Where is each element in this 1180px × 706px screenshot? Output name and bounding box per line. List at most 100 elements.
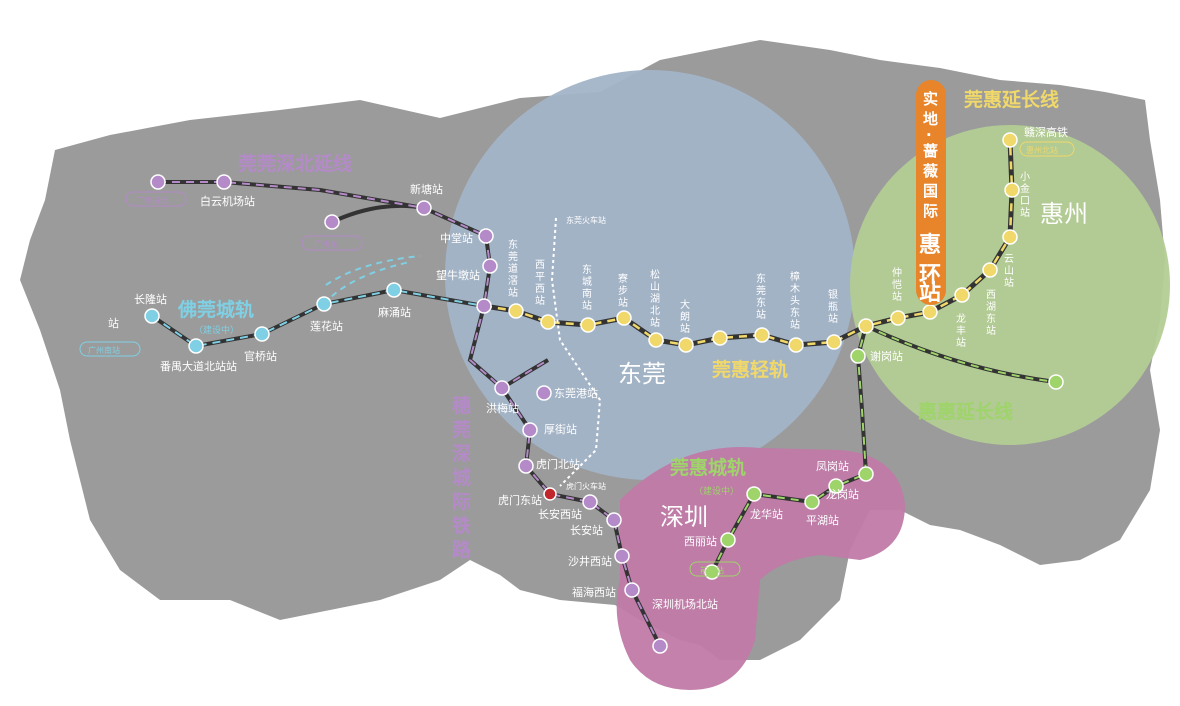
- svg-text:东: 东: [790, 306, 800, 319]
- region-dongguan: 东莞: [618, 360, 666, 388]
- station-marker[interactable]: [616, 310, 632, 326]
- station-marker[interactable]: [826, 334, 842, 350]
- dongguan-region: [445, 70, 855, 480]
- station-marker[interactable]: [518, 458, 534, 474]
- line-name-guanhui-city: 莞惠城轨: [670, 456, 746, 479]
- line-name-huihui-ext: 惠惠延长线: [918, 400, 1013, 423]
- station-marker[interactable]: [804, 494, 820, 510]
- svg-text:瓶: 瓶: [828, 300, 838, 313]
- svg-text:站: 站: [956, 336, 966, 349]
- station-marker[interactable]: [188, 338, 204, 354]
- region-huizhou: 惠州: [1040, 200, 1088, 228]
- station-marker[interactable]: [922, 304, 938, 320]
- station-marker[interactable]: [508, 303, 524, 319]
- station-marker[interactable]: [543, 487, 557, 501]
- station-marker[interactable]: [954, 287, 970, 303]
- station-marker[interactable]: [982, 262, 998, 278]
- station-label: 赣深高铁: [1024, 125, 1068, 139]
- station-label: 长隆站: [134, 292, 167, 306]
- svg-text:东: 东: [756, 272, 766, 285]
- svg-text:城: 城: [582, 276, 592, 288]
- shenzhen-region: [616, 447, 905, 690]
- svg-text:东: 东: [508, 238, 518, 251]
- svg-text:西: 西: [986, 290, 996, 301]
- huihui-ext-line: [865, 324, 1057, 384]
- svg-text:恺: 恺: [892, 278, 902, 291]
- svg-text:站: 站: [650, 316, 660, 329]
- promo-pill: 实 地 · 蔷 薇 国 际 惠 环 站: [916, 80, 946, 306]
- station-marker[interactable]: [324, 214, 340, 230]
- station-marker[interactable]: [1048, 374, 1064, 390]
- station-marker[interactable]: [254, 326, 270, 342]
- station-label: 沙井西站: [568, 554, 612, 568]
- station-marker[interactable]: [890, 310, 906, 326]
- svg-text:小: 小: [1020, 171, 1030, 183]
- svg-text:实: 实: [923, 90, 938, 108]
- station-marker[interactable]: [614, 548, 630, 564]
- svg-text:莞: 莞: [756, 285, 766, 297]
- station-marker[interactable]: [828, 478, 844, 494]
- station-marker[interactable]: [580, 317, 596, 333]
- station-marker[interactable]: [216, 174, 232, 190]
- svg-text:蔷: 蔷: [923, 142, 938, 160]
- station-marker[interactable]: [494, 380, 510, 396]
- station-label: 新塘站: [410, 182, 443, 196]
- station-label: 长安西站: [538, 507, 582, 521]
- svg-text:路: 路: [452, 538, 472, 561]
- station-label: 虎门东站: [498, 493, 542, 507]
- station-label: 番禺大道北站站: [160, 359, 237, 373]
- station-label: 洪梅站: [486, 401, 519, 415]
- station-marker[interactable]: [858, 318, 874, 334]
- svg-text:莞: 莞: [508, 251, 518, 263]
- station-label: 深圳机场北站: [652, 597, 718, 611]
- station-marker[interactable]: [482, 258, 498, 274]
- station-marker[interactable]: [624, 582, 640, 598]
- svg-text:山: 山: [650, 281, 660, 293]
- station-marker[interactable]: [652, 638, 668, 654]
- region-shenzhen: 深圳: [660, 503, 708, 531]
- svg-text:站: 站: [582, 299, 592, 312]
- station-marker[interactable]: [1002, 229, 1018, 245]
- station-label: 长安站: [570, 523, 603, 537]
- station-marker[interactable]: [678, 337, 694, 353]
- station-marker[interactable]: [144, 308, 160, 324]
- svg-text:国: 国: [923, 182, 938, 200]
- station-marker[interactable]: [536, 385, 552, 401]
- station-marker[interactable]: [582, 494, 598, 510]
- svg-text:莞: 莞: [452, 418, 471, 441]
- station-marker[interactable]: [316, 296, 332, 312]
- svg-text:·: ·: [926, 126, 932, 144]
- station-marker[interactable]: [416, 200, 432, 216]
- station-marker[interactable]: [540, 314, 556, 330]
- station-marker[interactable]: [478, 228, 494, 244]
- svg-text:金: 金: [1020, 182, 1030, 195]
- station-marker[interactable]: [850, 348, 866, 364]
- station-marker[interactable]: [1002, 132, 1018, 148]
- station-marker[interactable]: [858, 466, 874, 482]
- svg-text:站: 站: [790, 318, 800, 331]
- station-label: 中堂站: [440, 231, 473, 245]
- svg-text:松: 松: [650, 268, 660, 281]
- station-marker[interactable]: [788, 337, 804, 353]
- svg-text:城: 城: [452, 466, 471, 489]
- station-marker[interactable]: [606, 512, 622, 528]
- station-marker[interactable]: [386, 282, 402, 298]
- station-marker[interactable]: [522, 422, 538, 438]
- station-marker[interactable]: [648, 332, 664, 348]
- station-label: 西丽站: [684, 534, 717, 548]
- svg-text:广州白云: 广州白云: [136, 195, 168, 205]
- station-marker[interactable]: [712, 330, 728, 346]
- line-name-fosuo: 佛莞城轨: [177, 298, 254, 321]
- svg-text:站: 站: [986, 324, 996, 337]
- station-marker[interactable]: [476, 298, 492, 314]
- station-marker[interactable]: [754, 327, 770, 343]
- station-label: 站: [108, 316, 119, 330]
- station-marker[interactable]: [1004, 182, 1020, 198]
- svg-text:际: 际: [923, 202, 938, 220]
- line-sub-guanhui-city: （建设中）: [694, 485, 739, 497]
- station-marker[interactable]: [720, 532, 736, 548]
- svg-text:滘: 滘: [508, 275, 518, 287]
- station-marker[interactable]: [150, 174, 166, 190]
- station-marker[interactable]: [746, 486, 762, 502]
